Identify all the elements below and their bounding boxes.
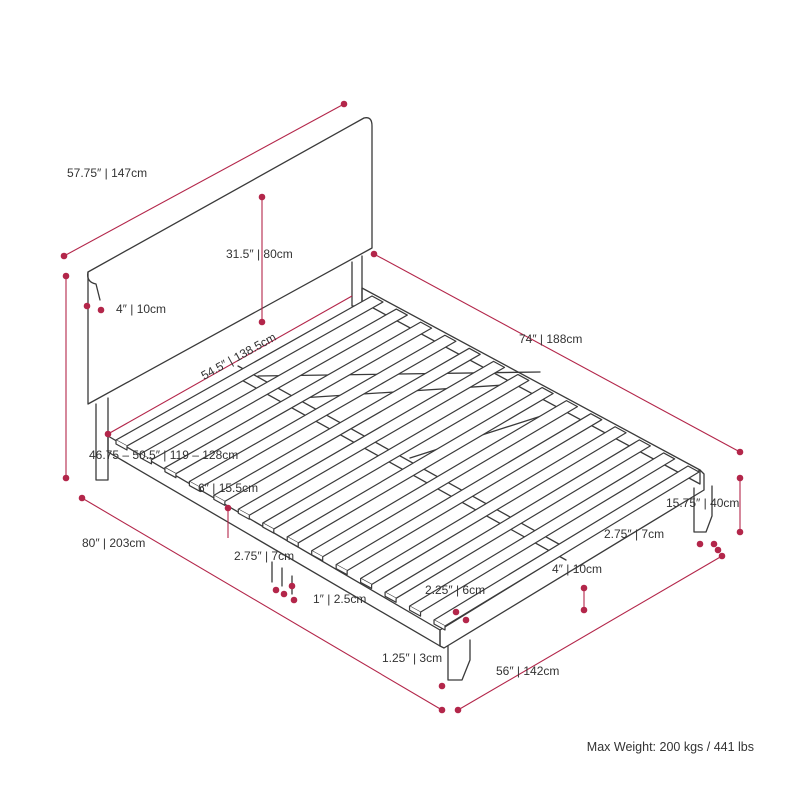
leg-height-label: 2.75″ | 7cm	[234, 549, 294, 563]
slat-edge	[286, 536, 299, 548]
leg-height-right-label: 2.75″ | 7cm	[604, 527, 664, 541]
slat-edge	[311, 550, 324, 562]
total-width-label: 56″ | 142cm	[496, 664, 559, 678]
slat-edge	[262, 523, 275, 534]
slat-edge	[360, 578, 373, 590]
leg-width-label: 1″ | 2.5cm	[313, 592, 366, 606]
dimension-lines	[60, 100, 744, 714]
slat	[115, 295, 384, 447]
slat-edge	[433, 620, 446, 631]
headboard-leg-right	[351, 255, 363, 307]
total-height-label: 46.75 – 50.5″ | 119 – 128cm	[89, 448, 238, 462]
slat-edge	[115, 440, 128, 451]
slats-group	[115, 295, 700, 631]
max-weight-caption: Max Weight: 200 kgs / 441 lbs	[586, 740, 754, 754]
slat	[139, 308, 408, 461]
slat	[335, 413, 603, 572]
total-length-label: 80″ | 203cm	[82, 536, 145, 550]
headboard-height-label: 31.5″ | 80cm	[226, 247, 293, 261]
slat	[164, 321, 433, 475]
slat	[311, 400, 579, 558]
slat-edge	[139, 453, 153, 465]
slat	[286, 386, 554, 544]
slat-gap-label: 6″ | 15.5cm	[198, 481, 258, 495]
slat-spacing-label: 2.25″ | 6cm	[425, 583, 485, 597]
slat-edge	[237, 509, 250, 520]
foot-leg-left	[447, 639, 471, 681]
leg-base-label: 1.25″ | 3cm	[382, 651, 442, 665]
rail-height-label: 15.75″ | 40cm	[666, 496, 739, 510]
foot-rail	[439, 469, 705, 649]
slat-edge	[384, 592, 397, 603]
headboard-width-label: 57.75″ | 147cm	[67, 166, 147, 180]
slat-width-label: 4″ | 10cm	[552, 562, 602, 576]
headboard-leg-left	[95, 397, 109, 481]
slat-edge	[213, 495, 226, 506]
slat-edge	[335, 564, 348, 576]
frame-length-label: 74″ | 188cm	[519, 332, 582, 346]
slat	[188, 334, 457, 489]
headboard	[87, 117, 373, 405]
slat-edge	[164, 467, 177, 479]
slat-edge	[408, 606, 422, 617]
slat	[433, 465, 700, 627]
slat-edge	[188, 481, 201, 493]
foot-leg-right	[693, 485, 713, 533]
headboard-thickness-label: 4″ | 10cm	[116, 302, 166, 316]
right-side-rail	[361, 287, 701, 485]
